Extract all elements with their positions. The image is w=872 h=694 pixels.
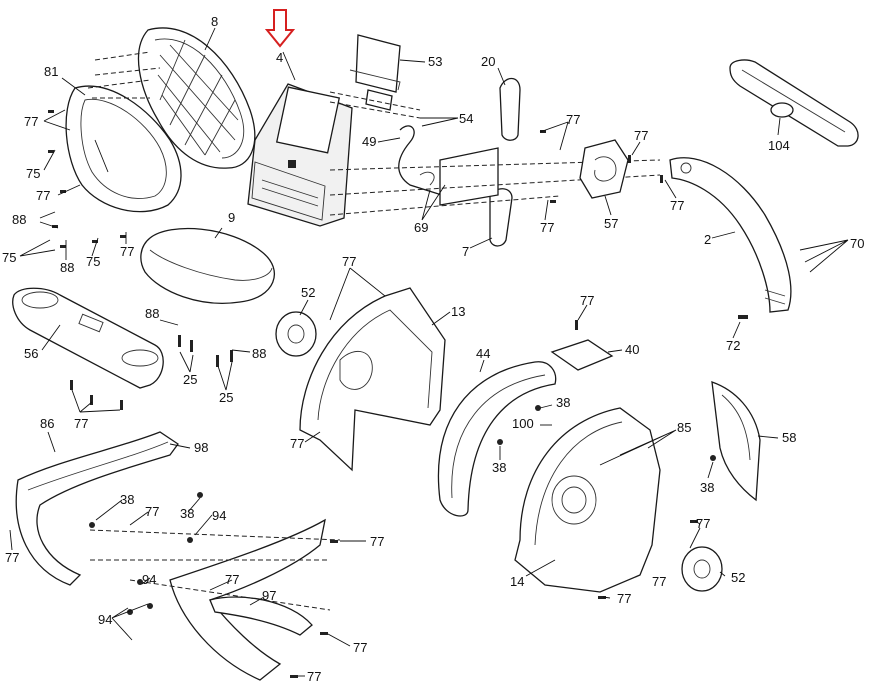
callout-label: 14 bbox=[510, 574, 524, 589]
callout-label: 77 bbox=[617, 591, 631, 606]
callout-label: 69 bbox=[414, 220, 428, 235]
seat-back-mesh bbox=[137, 27, 256, 169]
fastener-screws bbox=[48, 110, 748, 678]
callout-label: 104 bbox=[768, 138, 790, 153]
console bbox=[247, 83, 353, 227]
seat-frame-tray bbox=[12, 287, 164, 389]
callout-label: 86 bbox=[40, 416, 54, 431]
callout-label: 100 bbox=[512, 416, 534, 431]
curved-cover bbox=[437, 361, 557, 517]
handlebar-grips bbox=[489, 77, 521, 247]
front-base-frame bbox=[15, 431, 179, 586]
callout-label: 77 bbox=[353, 640, 367, 655]
small-plate bbox=[550, 339, 614, 371]
callout-label: 88 bbox=[60, 260, 74, 275]
callout-label: 70 bbox=[850, 236, 864, 251]
upright-arm bbox=[669, 157, 792, 313]
callout-label: 77 bbox=[307, 669, 321, 684]
callout-label: 77 bbox=[36, 188, 50, 203]
leader-lines bbox=[9, 27, 849, 677]
callout-label: 77 bbox=[670, 198, 684, 213]
callout-label: 77 bbox=[342, 254, 356, 269]
callout-label: 7 bbox=[462, 244, 469, 259]
cable-and-plate bbox=[329, 125, 661, 216]
callout-label: 77 bbox=[145, 504, 159, 519]
callout-label: 77 bbox=[580, 293, 594, 308]
callout-label: 77 bbox=[290, 436, 304, 451]
callout-label: 85 bbox=[677, 420, 691, 435]
callout-label: 52 bbox=[301, 285, 315, 300]
callout-label: 77 bbox=[566, 112, 580, 127]
seat-back-frame bbox=[65, 51, 182, 213]
callout-label: 38 bbox=[180, 506, 194, 521]
left-shroud-frame bbox=[299, 287, 446, 472]
seat-cushion bbox=[140, 227, 275, 304]
callout-label: 77 bbox=[652, 574, 666, 589]
callout-label: 9 bbox=[228, 210, 235, 225]
callout-label: 77 bbox=[5, 550, 19, 565]
callout-label: 77 bbox=[540, 220, 554, 235]
callout-label: 56 bbox=[24, 346, 38, 361]
callout-label: 77 bbox=[696, 516, 710, 531]
callout-label: 77 bbox=[225, 572, 239, 587]
disc-left bbox=[275, 311, 317, 357]
callout-label: 98 bbox=[194, 440, 208, 455]
callout-label: 75 bbox=[2, 250, 16, 265]
callout-label: 77 bbox=[120, 244, 134, 259]
callout-label: 53 bbox=[428, 54, 442, 69]
callout-label: 2 bbox=[704, 232, 711, 247]
callout-label: 8 bbox=[211, 14, 218, 29]
callout-label: 44 bbox=[476, 346, 490, 361]
pivot-bracket bbox=[579, 139, 629, 199]
side-panel bbox=[711, 381, 761, 502]
callout-label: 54 bbox=[459, 111, 473, 126]
callout-label: 88 bbox=[252, 346, 266, 361]
callout-label: 25 bbox=[183, 372, 197, 387]
callout-label: 4 bbox=[276, 50, 283, 65]
callout-label: 38 bbox=[492, 460, 506, 475]
callout-label: 49 bbox=[362, 134, 376, 149]
callout-label: 77 bbox=[370, 534, 384, 549]
callout-label: 88 bbox=[12, 212, 26, 227]
callout-label: 77 bbox=[24, 114, 38, 129]
callout-label: 75 bbox=[26, 166, 40, 181]
callout-label: 13 bbox=[451, 304, 465, 319]
highlight-arrow bbox=[264, 9, 296, 48]
callout-label: 94 bbox=[98, 612, 112, 627]
callout-label: 20 bbox=[481, 54, 495, 69]
highlight-arrow-shape bbox=[264, 9, 296, 48]
callout-label: 75 bbox=[86, 254, 100, 269]
callout-label: 97 bbox=[262, 588, 276, 603]
callout-labels: 8 81 77 75 77 88 75 88 75 77 4 53 20 54 … bbox=[2, 14, 864, 684]
callout-label: 94 bbox=[212, 508, 226, 523]
callout-label: 94 bbox=[142, 572, 156, 587]
callout-label: 25 bbox=[219, 390, 233, 405]
callout-label: 81 bbox=[44, 64, 58, 79]
disc-right bbox=[681, 546, 723, 592]
callout-label: 77 bbox=[74, 416, 88, 431]
console-bracket bbox=[329, 34, 421, 119]
callout-label: 58 bbox=[782, 430, 796, 445]
top-handlebar bbox=[729, 59, 859, 147]
callout-label: 88 bbox=[145, 306, 159, 321]
right-shroud bbox=[514, 407, 661, 593]
callout-label: 52 bbox=[731, 570, 745, 585]
callout-label: 77 bbox=[634, 128, 648, 143]
callout-label: 57 bbox=[604, 216, 618, 231]
callout-label: 38 bbox=[120, 492, 134, 507]
callout-label: 38 bbox=[556, 395, 570, 410]
callout-label: 38 bbox=[700, 480, 714, 495]
callout-label: 72 bbox=[726, 338, 740, 353]
callout-label: 40 bbox=[625, 342, 639, 357]
lower-base-cover bbox=[89, 518, 341, 681]
